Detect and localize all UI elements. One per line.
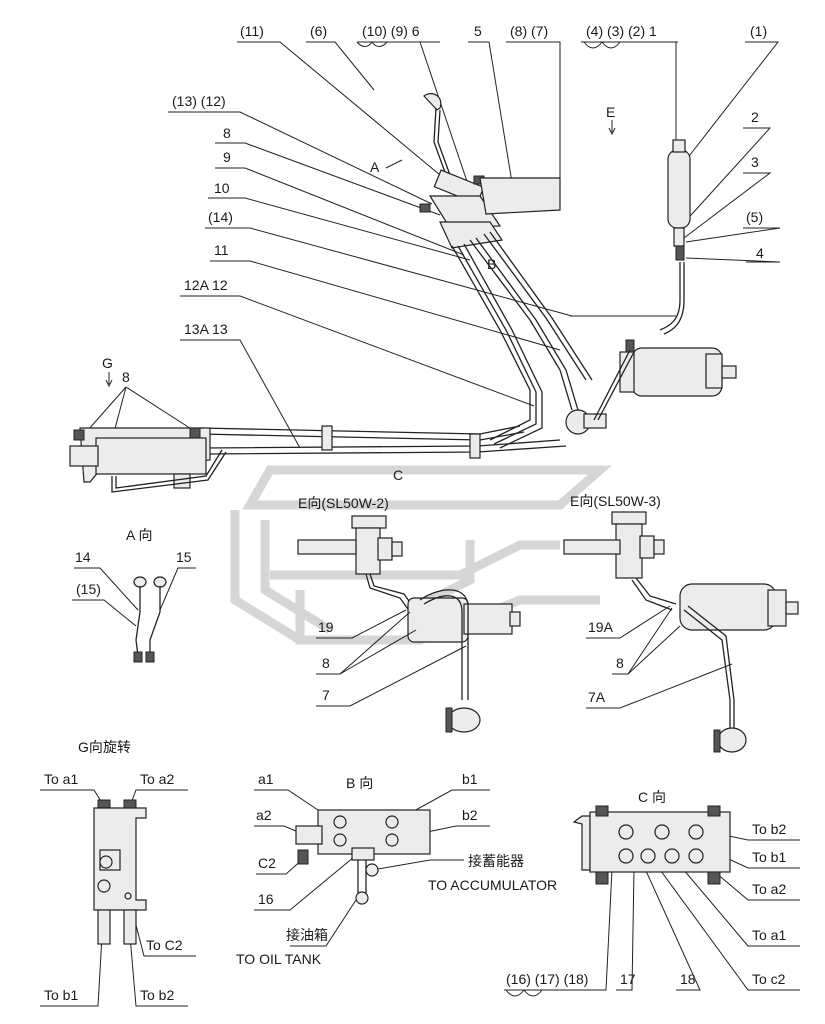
- view-b-a1: a1: [258, 771, 274, 787]
- view-b: B 向 a1 a2 b1 b2 C2 16 接蓄能器 TO ACCUMULATO…: [236, 771, 557, 967]
- pilot-hoses: [451, 231, 593, 449]
- callout-13-12: (13) (12): [172, 93, 226, 109]
- view-b-accum-cn: 接蓄能器: [468, 853, 524, 869]
- callout-9: 9: [223, 149, 231, 165]
- callout-10: 10: [214, 180, 230, 196]
- view-a-label-14: 14: [75, 549, 91, 565]
- joystick-knob: [423, 93, 442, 111]
- view-b-c2: C2: [258, 855, 276, 871]
- callout-4-3-2-1: (4) (3) (2) 1: [586, 23, 657, 39]
- callout-3: 3: [751, 154, 759, 170]
- view-c-to-a2: To a2: [752, 881, 786, 897]
- view-c-marker: C: [393, 467, 403, 483]
- view-g-to-a2: To a2: [140, 771, 174, 787]
- view-a-marker: A: [370, 159, 380, 175]
- view-c-to-a1: To a1: [752, 927, 786, 943]
- main-hoses: [199, 425, 567, 459]
- view-g-marker: G: [102, 355, 113, 371]
- view-e-sl50w-2: E向(SL50W-2) 19 8 7: [297, 495, 521, 733]
- view-a: A 向 14 15 (15): [72, 527, 196, 663]
- view-e2-title: E向(SL50W-2): [298, 495, 389, 511]
- view-g-title: G向旋转: [78, 739, 131, 755]
- view-e-marker: E: [606, 104, 615, 120]
- view-a-title: A 向: [126, 527, 152, 543]
- view-c-to-b2: To b2: [752, 821, 786, 837]
- view-b-b2: b2: [462, 807, 478, 823]
- view-c-title: C 向: [638, 789, 666, 805]
- view-a-label-15: 15: [176, 549, 192, 565]
- callout-11: 11: [214, 242, 229, 258]
- callout-10-9-6: (10) (9) 6: [362, 23, 420, 39]
- view-e2-label-7: 7: [322, 687, 330, 703]
- accumulator: [659, 139, 691, 335]
- view-g-to-b1: To b1: [44, 987, 78, 1003]
- pump-motor: [619, 339, 737, 397]
- view-c-16-17-18: (16) (17) (18): [506, 971, 588, 987]
- callout-1-paren: (1): [750, 23, 767, 39]
- view-e2-label-19: 19: [318, 619, 334, 635]
- view-b-tank-en: TO OIL TANK: [236, 951, 322, 967]
- callout-2: 2: [751, 109, 759, 125]
- top-callouts: (11) (6) (10) (9) 6 5 (8) (7) (4) (3) (2…: [102, 23, 767, 483]
- callout-5: 5: [474, 23, 482, 39]
- pilot-valve: [419, 93, 504, 249]
- view-b-b1: b1: [462, 771, 478, 787]
- view-c-17: 17: [620, 971, 636, 987]
- callout-8-7: (8) (7): [510, 23, 548, 39]
- view-b-title: B 向: [346, 775, 373, 791]
- callout-4: 4: [756, 245, 764, 261]
- view-b-accum-en: TO ACCUMULATOR: [428, 877, 557, 893]
- view-e-sl50w-3: E向(SL50W-3) 19A 8 7A: [563, 493, 799, 753]
- view-e3-label-7a: 7A: [588, 689, 606, 705]
- view-c-to-b1: To b1: [752, 849, 786, 865]
- view-g: G向旋转 To a1 To a2 To C2 To b1 To b2: [40, 739, 196, 1007]
- view-g-to-c2: To C2: [146, 937, 183, 953]
- view-b-marker: B: [487, 256, 496, 272]
- callout-12a-12: 12A 12: [184, 277, 228, 293]
- view-c-18: 18: [680, 971, 696, 987]
- view-c: C 向 To b2 To b1 To a2 To a1 To c2 (16) (…: [504, 789, 800, 997]
- callout-8-top: 8: [223, 125, 231, 141]
- view-g-to-a1: To a1: [44, 771, 78, 787]
- control-valve: [69, 427, 227, 493]
- junction-block: [565, 349, 635, 435]
- view-e3-label-8: 8: [616, 655, 624, 671]
- view-e3-title: E向(SL50W-3): [570, 493, 661, 509]
- mounting-plate: [479, 177, 561, 215]
- view-c-to-c2: To c2: [752, 971, 786, 987]
- callout-6-paren: (6): [310, 23, 327, 39]
- callout-14-paren: (14): [208, 209, 233, 225]
- view-e3-label-19a: 19A: [588, 619, 614, 635]
- callout-5-paren: (5): [746, 209, 763, 225]
- view-b-tank-cn: 接油箱: [286, 927, 328, 943]
- view-b-a2: a2: [256, 807, 272, 823]
- view-g-to-b2: To b2: [140, 987, 174, 1003]
- callout-8-g: 8: [122, 369, 130, 385]
- view-b-16: 16: [258, 891, 274, 907]
- view-a-label-15-paren: (15): [76, 581, 101, 597]
- callout-11-paren: (11): [240, 23, 264, 39]
- view-e2-label-8: 8: [322, 655, 330, 671]
- main-assembly: [69, 93, 737, 493]
- callout-13a-13: 13A 13: [184, 321, 228, 337]
